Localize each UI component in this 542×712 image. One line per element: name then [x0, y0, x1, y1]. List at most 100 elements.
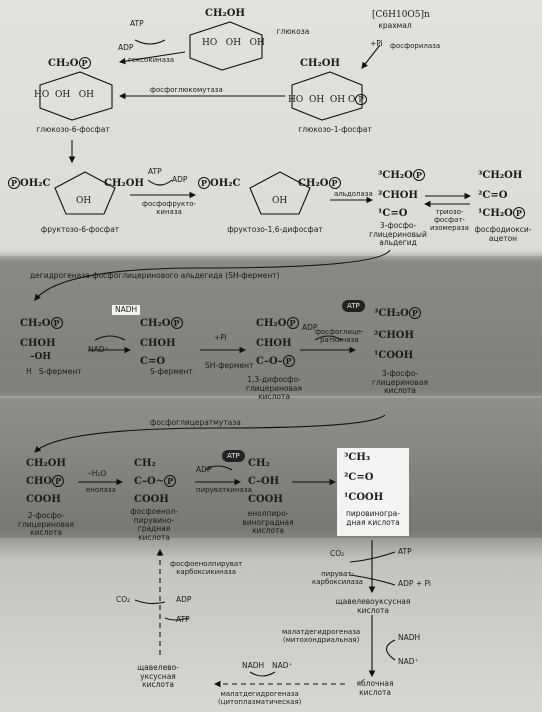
enolpyr-c3: CH₂	[248, 458, 270, 469]
enolpyr-c1: COOH	[248, 494, 283, 505]
g3p-c2: ²CHOH	[378, 190, 418, 201]
pyr-c3: ³CH₃	[344, 452, 371, 463]
starch-formula: [C6H10O5]n	[372, 10, 430, 20]
pepck-label: фосфоенолпируват карбоксикиназа	[170, 560, 243, 576]
hexokinase-atp: ATP	[130, 19, 144, 28]
g6p-ring	[39, 71, 113, 121]
g3p-label: 3-фосфо- глицериновый альдегид	[369, 221, 427, 247]
band-mutase	[0, 398, 542, 538]
pep-c1: COOH	[134, 494, 169, 505]
dehydrogenase-label: дегидрогеназа фосфоглицеринового альдеги…	[30, 271, 280, 280]
pfk-label: фосфофрукто- киназа	[142, 200, 197, 216]
phosphorylase-label: фосфорилаза	[390, 42, 441, 50]
pepck-co2: CO₂	[116, 595, 131, 604]
pgk-adp: ADP	[302, 323, 318, 332]
acylenzyme-c2: CHOH	[140, 338, 176, 349]
g3p-c1: ¹C=O	[378, 208, 408, 219]
pc-atp: ATP	[398, 547, 412, 556]
pk-adp: ADP	[196, 465, 212, 474]
dehydrogenase-nad: NAD⁺	[88, 345, 109, 354]
pep-c2: C–O~P	[134, 475, 177, 487]
pyruvate-carboxylase-label: пируват- карбоксилаза	[312, 570, 363, 586]
pyruvate-label: пировиногра- дная кислота	[346, 509, 400, 527]
sh-enzyme-label: SH-фермент	[205, 361, 254, 370]
pyr-c1: ¹COOH	[344, 492, 384, 503]
fbp-label: фруктозо-1,6-дифосфат	[227, 225, 323, 234]
f6p-ch2oh: CH₂OH	[104, 178, 144, 189]
pep-label: фосфоенол- пирувино- градная кислота	[130, 507, 178, 542]
pg3-c2: ²CHOH	[374, 330, 414, 341]
aldolase-label: альдолаза	[334, 190, 373, 198]
enolpyr-label: енолпиро- виноградная кислота	[242, 509, 294, 535]
dehydrogenase-nadh: NADH	[112, 305, 141, 315]
mdh-cyto-nadh: NADH	[242, 661, 265, 670]
g1p-ch2oh: CH₂OH	[300, 58, 340, 69]
oxaloacetate-label: щавелевоуксусная кислота	[335, 597, 411, 615]
mdh-mito-nadh: NADH	[398, 633, 421, 642]
g1p-ring	[291, 71, 363, 121]
glucose-ch2oh: CH₂OH	[205, 8, 245, 19]
fbp-ring	[249, 171, 311, 215]
hexokinase-label: гексокиназа	[128, 56, 174, 64]
hexokinase-adp: ADP	[118, 43, 134, 52]
pgk-label: фосфоглице- раткиназа	[315, 328, 364, 344]
pepck-atp: ATP	[176, 615, 190, 624]
g6p-label: глюкозо-6-фосфат	[36, 125, 110, 134]
pfk-adp: ADP	[172, 175, 188, 184]
enolpyr-c2: C–OH	[248, 476, 280, 487]
tpi-label: триозо- фосфат- изомераза	[430, 208, 469, 232]
band-dehydrogenase	[0, 256, 542, 396]
mdh-cyto-nad: NAD⁺	[272, 661, 293, 670]
oxaloacetate-cyto-label: щавелево- уксусная кислота	[137, 663, 179, 689]
pfk-atp: ATP	[148, 167, 162, 176]
acylenzyme-s-enzyme: S-фермент	[150, 367, 193, 376]
phosphoglucomutase-label: фосфоглюкомутаза	[150, 86, 223, 94]
pyr-c2: ²C=O	[344, 472, 374, 483]
pepck-adp: ADP	[176, 595, 192, 604]
pk-atp: ATP	[222, 450, 245, 462]
dhap-label: фосфодиокси- ацетон	[474, 225, 532, 243]
dhap-c3: ³CH₂OH	[478, 170, 523, 181]
fbp-oh-groups: OH	[272, 196, 288, 206]
g1p-label: глюкозо-1-фосфат	[298, 125, 372, 134]
s-enzyme-text-1: S-фермент	[38, 367, 82, 376]
pgk-atp: ATP	[342, 300, 365, 312]
f6p-oh-groups: OH	[76, 196, 92, 206]
pg3-c1: ¹COOH	[374, 350, 414, 361]
pg2-c1: COOH	[26, 494, 61, 505]
f6p-ring	[54, 171, 116, 215]
pyruvate-box	[337, 448, 409, 536]
enolase-h2o: –H₂O	[88, 469, 107, 478]
dehydrogenase-pi: +Pi	[214, 333, 227, 342]
starch-label: крахмал	[378, 21, 412, 30]
mdh-cyto-label: малатдегидрогеназа (цитоплазматическая)	[218, 690, 302, 706]
bpg-c1: C–O–P	[256, 355, 295, 367]
thiohemiacetal-oh: –OH	[30, 352, 51, 362]
phosphorylase-pi: +Pi	[370, 39, 383, 48]
pg2-label: 2-фосфо- глицериновая кислота	[18, 511, 74, 537]
pgm-label: фосфоглицератмутаза	[150, 418, 241, 427]
glucose-ring	[189, 21, 263, 71]
acylenzyme-c1: C=O	[140, 356, 166, 367]
f6p-label: фруктозо-6-фосфат	[40, 225, 120, 234]
mdh-mito-nad: NAD⁺	[398, 657, 419, 666]
dhap-c2: ²C=O	[478, 190, 508, 201]
thiohemiacetal-enzyme: H S-фермент	[26, 367, 82, 376]
mdh-mito-label: малатдегидрогеназа (митохондриальная)	[282, 628, 361, 644]
bpg-c2: CHOH	[256, 338, 292, 349]
pg3-label: 3-фосфо- глицериновая кислота	[372, 369, 428, 395]
g6p-oh-groups: HO OH OH	[34, 90, 94, 100]
